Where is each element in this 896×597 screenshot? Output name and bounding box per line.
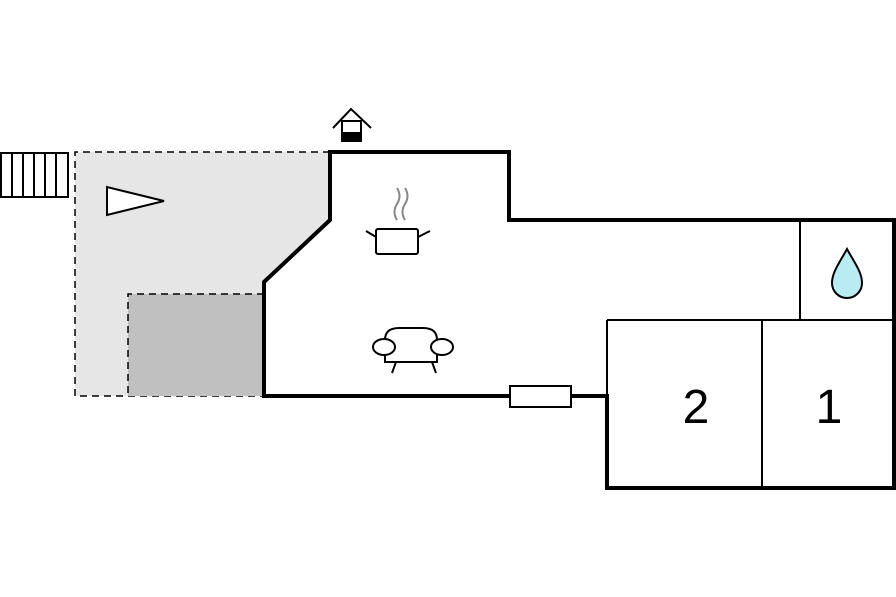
covered-area [127,293,264,396]
entrance-house-icon [332,107,372,142]
window-icon [509,385,572,408]
bedrooms-block [606,319,894,488]
water-drop-icon [830,246,864,299]
stairs-icon [0,152,69,198]
kitchen-pot-icon [365,187,431,255]
sofa-icon [372,327,454,374]
bedroom-1-label: 1 [816,381,843,434]
terrace-arrow-icon [106,185,165,217]
bedroom-2-label: 2 [683,381,710,434]
